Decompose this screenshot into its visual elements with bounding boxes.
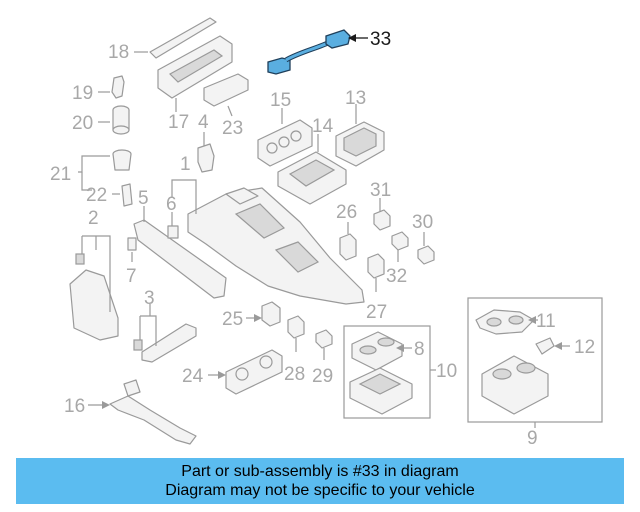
callout-15: 15 bbox=[270, 90, 291, 111]
callout-24: 24 bbox=[182, 366, 204, 387]
callout-10: 10 bbox=[436, 361, 457, 382]
callout-23: 23 bbox=[222, 118, 243, 139]
part-23-tray bbox=[203, 73, 249, 107]
callout-32: 32 bbox=[386, 266, 407, 287]
part-19-clip bbox=[111, 75, 125, 99]
part-21-lighter-assembly bbox=[112, 149, 132, 171]
callout-5: 5 bbox=[138, 188, 149, 209]
part-32-switch bbox=[391, 231, 409, 251]
callout-20: 20 bbox=[72, 113, 93, 134]
part-1-center-console bbox=[187, 187, 365, 305]
part-17-trim-panel bbox=[157, 35, 233, 99]
callout-31: 31 bbox=[370, 180, 391, 201]
callout-26: 26 bbox=[336, 202, 357, 223]
callout-33: 33 bbox=[370, 29, 391, 50]
part-26-switch bbox=[339, 233, 357, 261]
part-10-tray bbox=[349, 367, 413, 415]
part-20-socket bbox=[112, 105, 130, 135]
part-22-lighter-insert bbox=[121, 183, 133, 207]
callout-25: 25 bbox=[222, 309, 243, 330]
callout-12: 12 bbox=[574, 337, 595, 358]
part-28-switch bbox=[287, 315, 305, 339]
part-13-shift-frame bbox=[335, 121, 385, 167]
part-6-clip bbox=[167, 225, 179, 239]
callout-3: 3 bbox=[144, 288, 155, 309]
part-10-group-box bbox=[343, 325, 431, 419]
callout-2: 2 bbox=[88, 208, 99, 229]
part-7-clip bbox=[127, 237, 137, 251]
part-8-cupholder bbox=[351, 331, 403, 371]
part-2-side-cover bbox=[69, 253, 119, 341]
callout-16: 16 bbox=[64, 396, 85, 417]
part-30-switch bbox=[417, 245, 435, 265]
part-33-cable[interactable] bbox=[267, 29, 351, 75]
part-3-bracket bbox=[133, 323, 197, 363]
part-18-trim-strip bbox=[149, 17, 217, 59]
callout-11: 11 bbox=[536, 311, 556, 332]
callout-14: 14 bbox=[312, 116, 334, 137]
callout-30: 30 bbox=[412, 212, 433, 233]
callout-6: 6 bbox=[166, 194, 177, 215]
callout-29: 29 bbox=[312, 366, 333, 387]
parts-diagram: 33 18 17 19 20 23 4 15 bbox=[50, 17, 603, 449]
part-14-console-insert bbox=[277, 151, 347, 205]
callout-8: 8 bbox=[414, 339, 425, 360]
part-29-switch bbox=[315, 329, 333, 349]
part-12-clip bbox=[535, 337, 555, 355]
banner-line-1: Part or sub-assembly is #33 in diagram bbox=[181, 463, 459, 480]
part-31-switch bbox=[373, 209, 391, 231]
callout-9: 9 bbox=[527, 428, 538, 449]
part-15-switch-panel bbox=[257, 119, 313, 167]
banner-line-2: Diagram may not be specific to your vehi… bbox=[165, 482, 475, 499]
callout-28: 28 bbox=[284, 364, 305, 385]
callout-13: 13 bbox=[345, 88, 366, 109]
info-banner: Part or sub-assembly is #33 in diagram D… bbox=[16, 458, 624, 504]
part-25-switch bbox=[261, 301, 281, 327]
callout-21: 21 bbox=[50, 164, 71, 185]
part-16-lever bbox=[109, 379, 197, 445]
part-27-switch bbox=[367, 253, 385, 279]
callout-27: 27 bbox=[366, 302, 387, 323]
callout-4: 4 bbox=[198, 112, 209, 133]
callout-19: 19 bbox=[72, 83, 93, 104]
callout-18: 18 bbox=[108, 42, 129, 63]
part-9-cupholder-housing bbox=[481, 355, 549, 415]
callout-22: 22 bbox=[86, 185, 107, 206]
callout-1: 1 bbox=[180, 154, 191, 175]
callout-17: 17 bbox=[168, 112, 189, 133]
part-4-bracket bbox=[197, 143, 215, 173]
part-11-insert bbox=[475, 309, 535, 335]
callout-7: 7 bbox=[126, 266, 137, 287]
part-24-climate-panel bbox=[225, 349, 283, 395]
